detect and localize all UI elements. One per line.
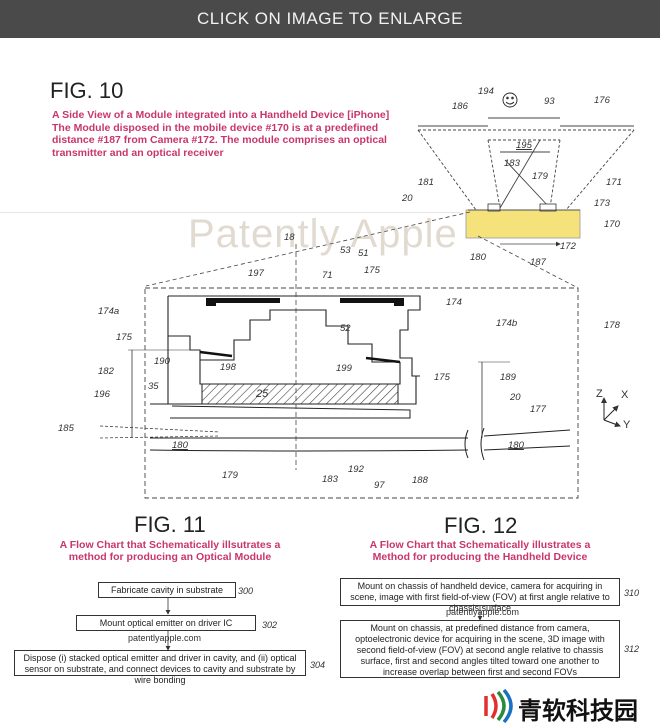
watermark: Patently Apple bbox=[188, 212, 458, 256]
fig10-caption-line1: A Side View of a Module integrated into … bbox=[52, 109, 390, 121]
ref-label: 196 bbox=[94, 389, 110, 400]
ref-label: 71 bbox=[322, 270, 333, 281]
ref-label: 171 bbox=[606, 177, 622, 188]
enlarge-banner[interactable]: CLICK ON IMAGE TO ENLARGE bbox=[0, 0, 660, 38]
ref-label: 181 bbox=[418, 177, 434, 188]
ref-label: 198 bbox=[220, 362, 236, 373]
ref-label: 174b bbox=[496, 318, 518, 329]
fig10-caption-line2: The Module disposed in the mobile device… bbox=[52, 121, 379, 134]
ref-label: 179 bbox=[222, 470, 238, 481]
fig11-step-3: Dispose (i) stacked optical emitter and … bbox=[14, 650, 306, 685]
ref-label: 190 bbox=[154, 356, 170, 367]
ref-label: 20 bbox=[402, 193, 413, 204]
ref-label: 189 bbox=[500, 372, 516, 383]
axis-y-label: Y bbox=[623, 419, 631, 431]
ref-label: 97 bbox=[374, 480, 385, 491]
fig12-caption-line2: Method for producing the Handheld Device bbox=[372, 551, 588, 563]
divider bbox=[0, 212, 460, 213]
fig12-step-2: Mount on chassis, at predefined distance… bbox=[340, 620, 620, 678]
ref-label: 192 bbox=[348, 464, 364, 475]
fig11-caption-line1: A Flow Chart that Schematically illsutra… bbox=[59, 539, 281, 551]
ref-label: 175 bbox=[116, 332, 132, 343]
ref-label: 52 bbox=[340, 323, 351, 334]
ref-label: 180 bbox=[508, 440, 524, 451]
ref-label: 183 bbox=[504, 158, 520, 169]
ref-label: 199 bbox=[336, 363, 352, 374]
fig11-credit: patentlyapple.com bbox=[128, 633, 202, 643]
ref-label: 197 bbox=[248, 268, 264, 279]
ref-label: 18 bbox=[284, 232, 295, 243]
ref-label: 187 bbox=[530, 257, 546, 268]
ref-label: 182 bbox=[98, 366, 114, 377]
ref-label: 175 bbox=[434, 372, 450, 383]
ref-label: 173 bbox=[594, 198, 610, 209]
fig10-caption-line3: distance #187 from Camera #172. The modu… bbox=[52, 134, 387, 146]
module-25 bbox=[201, 383, 399, 405]
fig12-step-2-ref: 312 bbox=[624, 644, 640, 654]
fov-view bbox=[417, 92, 635, 211]
enlarged-section-frame bbox=[144, 287, 579, 499]
fig12-caption-line1: A Flow Chart that Schematically illustra… bbox=[369, 539, 591, 551]
ref-label: 180 bbox=[470, 252, 486, 263]
ref-label: 53 bbox=[340, 245, 351, 256]
fig11-step-2: Mount optical emitter on driver IC bbox=[76, 615, 256, 631]
ref-label: 176 bbox=[594, 95, 610, 106]
site-logo: 青软科技园 bbox=[478, 686, 660, 726]
axis-x-label: X bbox=[621, 389, 629, 401]
axis-z-label: Z bbox=[596, 388, 603, 400]
fig11-title: FIG. 11 bbox=[134, 512, 206, 537]
fig11-caption-line2: method for producing an Optical Module bbox=[68, 551, 272, 563]
ref-label: 180 bbox=[172, 440, 188, 451]
fig10-caption-line4: transmitter and an optical receiver bbox=[52, 146, 224, 159]
fig11-step-1-ref: 300 bbox=[238, 586, 254, 596]
ref-label: 179 bbox=[532, 171, 548, 182]
axis-symbol bbox=[601, 397, 621, 428]
fig12-title: FIG. 12 bbox=[444, 513, 518, 538]
fig11-step-2-ref: 302 bbox=[262, 620, 278, 630]
logo-mark-icon bbox=[484, 688, 513, 724]
ref-label: 188 bbox=[412, 475, 428, 486]
ref-label: 20 bbox=[510, 392, 521, 403]
ref-label: 178 bbox=[604, 320, 620, 331]
logo-text: 青软科技园 bbox=[518, 697, 638, 725]
fig12-step-1: Mount on chassis of handheld device, cam… bbox=[340, 578, 620, 613]
ref-label: 186 bbox=[452, 101, 468, 112]
ref-label: 174 bbox=[446, 297, 462, 308]
fig11-step-3-ref: 304 bbox=[310, 660, 326, 670]
ref-label: 177 bbox=[530, 404, 546, 415]
fig11-step-1: Fabricate cavity in substrate bbox=[98, 582, 236, 598]
ref-label: 175 bbox=[364, 265, 380, 276]
ref-label: 174a bbox=[98, 306, 120, 317]
ref-label: 25 bbox=[256, 388, 269, 400]
ref-label: 194 bbox=[478, 86, 494, 97]
ref-label: 172 bbox=[560, 241, 576, 252]
ref-label: 185 bbox=[58, 423, 74, 434]
ref-label: 183 bbox=[322, 474, 338, 485]
ref-label: 195 bbox=[516, 140, 532, 151]
fig12-credit: patentlyapple.com bbox=[446, 607, 520, 617]
ref-label: 93 bbox=[544, 96, 555, 107]
ref-label: 51 bbox=[358, 248, 369, 259]
fig12-step-1-ref: 310 bbox=[624, 588, 640, 598]
ref-label: 170 bbox=[604, 219, 620, 230]
fig10-title: FIG. 10 bbox=[50, 78, 124, 103]
ref-label: 35 bbox=[148, 381, 159, 392]
